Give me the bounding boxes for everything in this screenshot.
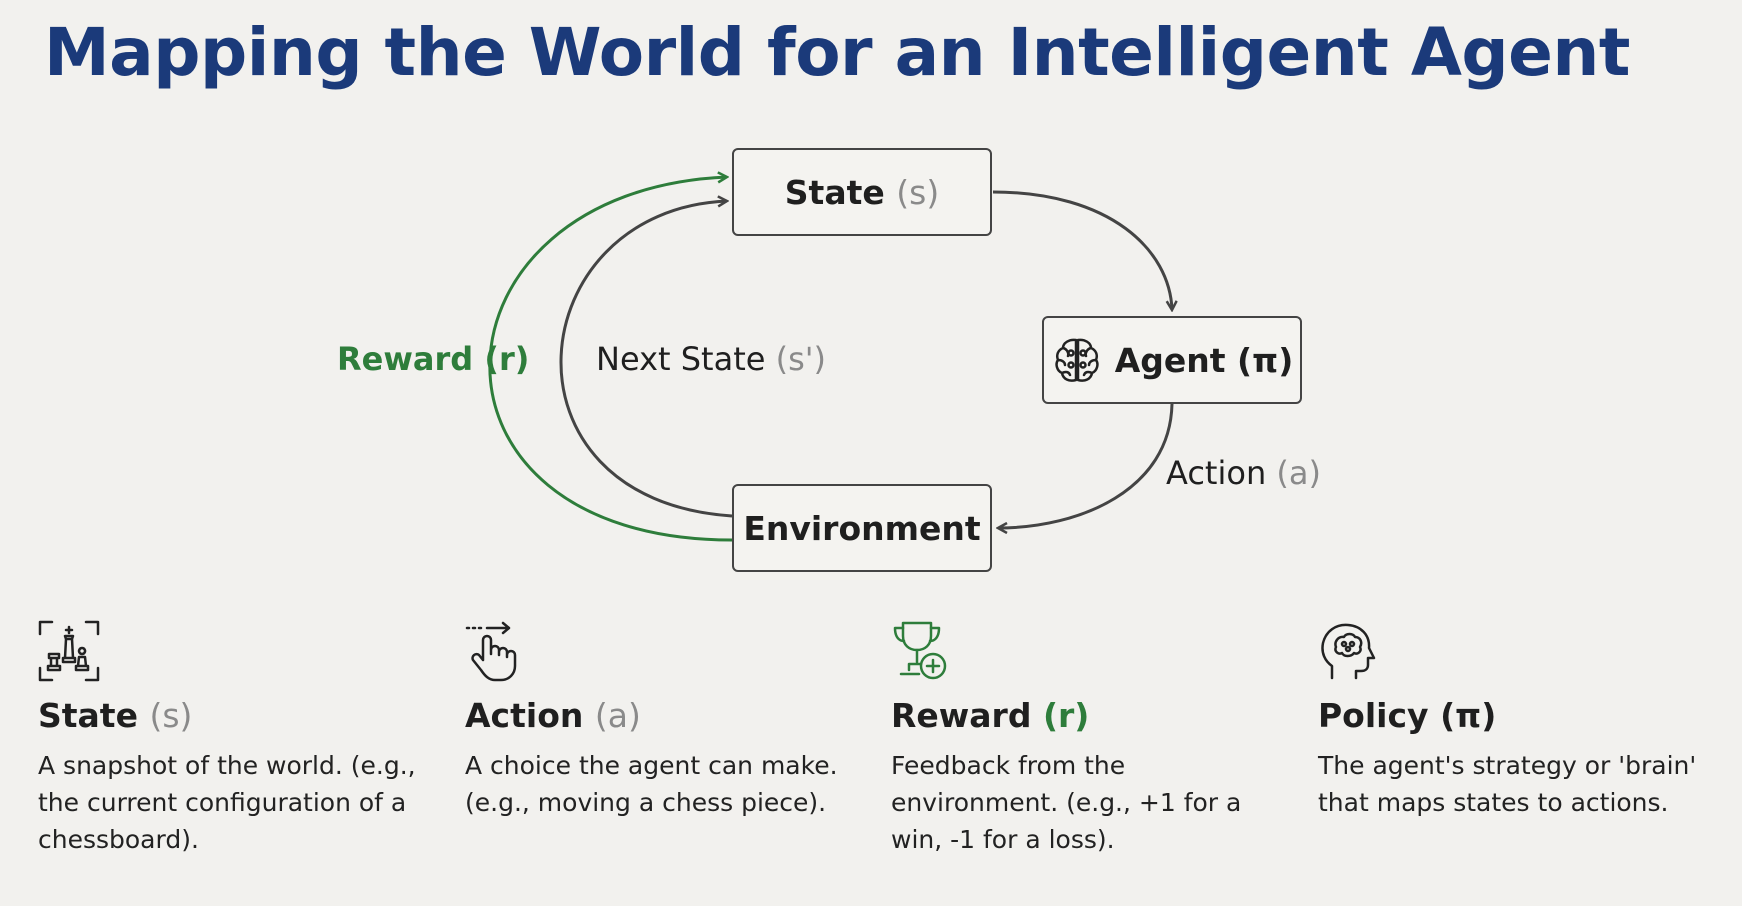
action-edge-label: Action (a) <box>1166 454 1321 492</box>
edge-state-to-agent-arrow <box>992 190 1172 310</box>
edge-next-state-arrow <box>559 201 733 518</box>
card-reward-title: Reward (r) <box>891 696 1271 735</box>
card-policy-symbol: (π) <box>1440 696 1497 735</box>
card-state-symbol: (s) <box>149 696 193 735</box>
edge-action-arrow <box>998 403 1174 528</box>
state-node-symbol: (s) <box>896 172 940 212</box>
reward-edge-label: Reward (r) <box>337 340 530 378</box>
card-policy-name: Policy <box>1318 696 1429 735</box>
environment-node-label: Environment <box>743 508 981 548</box>
card-reward-name: Reward <box>891 696 1032 735</box>
card-state: State (s) A snapshot of the world. (e.g.… <box>38 620 418 858</box>
card-reward-symbol: (r) <box>1042 696 1090 735</box>
card-action-name: Action <box>465 696 584 735</box>
next-state-edge-label: Next State (s') <box>596 340 826 378</box>
page-title: Mapping the World for an Intelligent Age… <box>44 14 1630 91</box>
card-policy-title: Policy (π) <box>1318 696 1698 735</box>
card-action-description: A choice the agent can make. (e.g., movi… <box>465 751 838 817</box>
card-state-name: State <box>38 696 138 735</box>
head-brain-icon <box>1318 620 1698 682</box>
pointer-hand-icon <box>465 620 845 682</box>
card-reward: Reward (r) Feedback from the environment… <box>891 620 1271 858</box>
agent-node-symbol: (π) <box>1237 340 1294 380</box>
state-node: State (s) <box>732 148 992 236</box>
agent-node: Agent (π) <box>1042 316 1302 404</box>
card-state-description: A snapshot of the world. (e.g., the curr… <box>38 751 416 854</box>
edge-reward-arrow <box>488 177 733 542</box>
card-reward-description: Feedback from the environment. (e.g., +1… <box>891 751 1242 854</box>
action-edge-symbol: (a) <box>1276 454 1321 492</box>
next-state-edge-text: Next State <box>596 340 766 378</box>
environment-node: Environment <box>732 484 992 572</box>
state-node-label: State <box>784 172 885 212</box>
card-policy-description: The agent's strategy or 'brain' that map… <box>1318 751 1697 817</box>
chess-board-icon <box>38 620 418 682</box>
action-edge-text: Action <box>1166 454 1267 492</box>
trophy-plus-icon <box>891 620 1271 682</box>
card-action: Action (a) A choice the agent can make. … <box>465 620 845 821</box>
card-action-symbol: (a) <box>594 696 641 735</box>
card-action-title: Action (a) <box>465 696 845 735</box>
card-policy: Policy (π) The agent's strategy or 'brai… <box>1318 620 1698 821</box>
brain-icon <box>1051 334 1103 386</box>
agent-node-label: Agent <box>1114 340 1226 380</box>
next-state-edge-symbol: (s') <box>775 340 827 378</box>
card-state-title: State (s) <box>38 696 418 735</box>
